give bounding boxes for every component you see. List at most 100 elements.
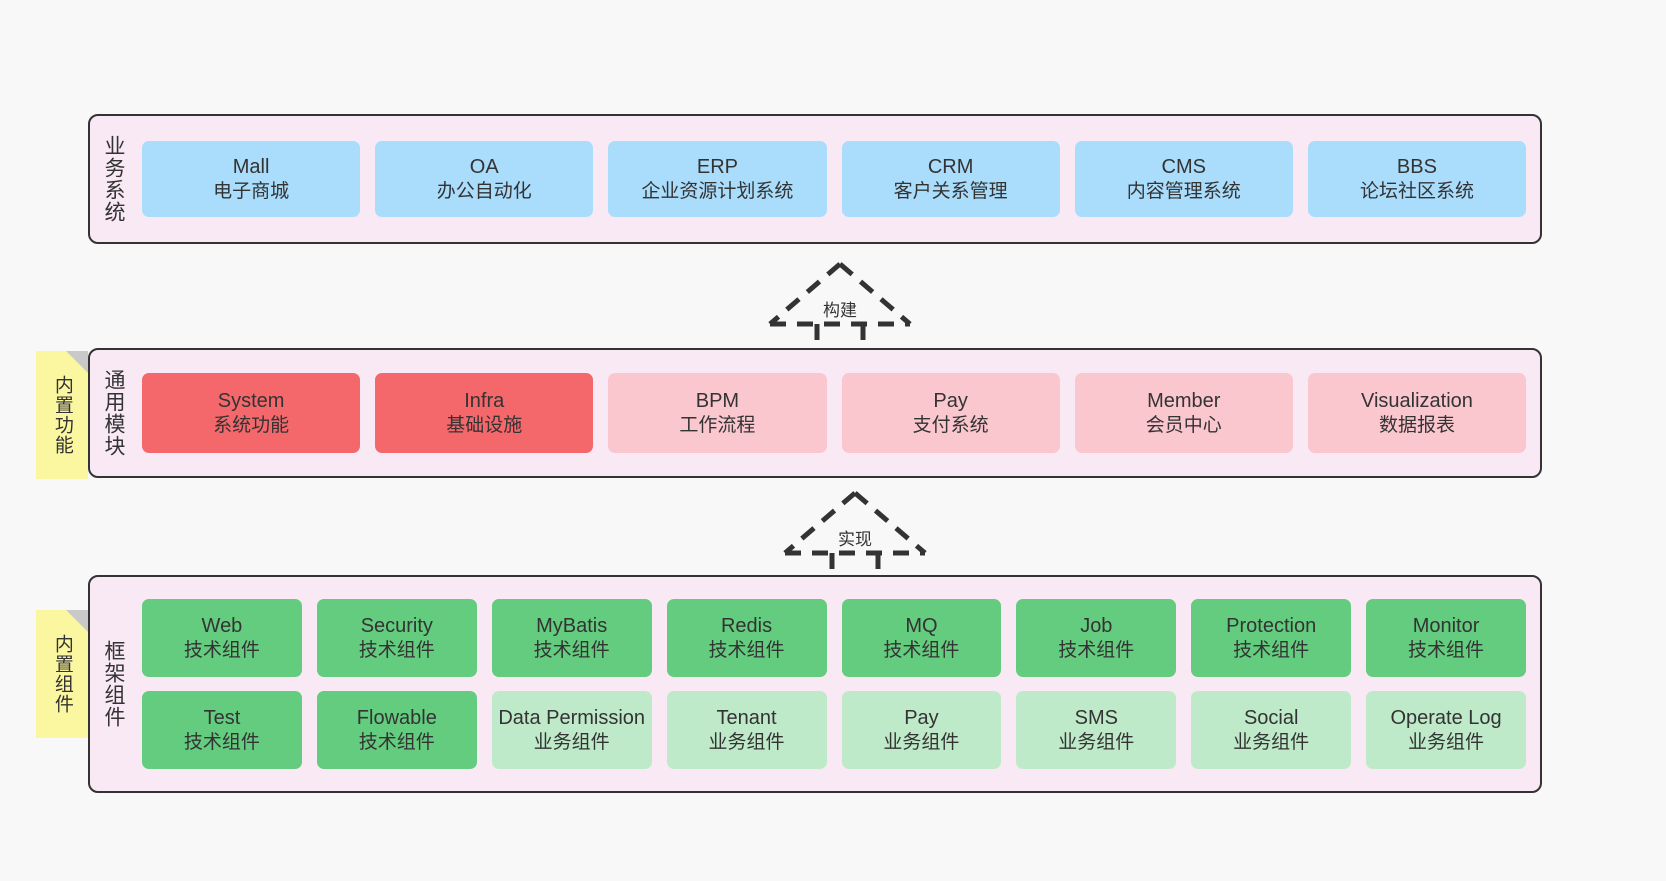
layer-business-systems: 业务系统 Mall 电子商城 OA 办公自动化 ERP 企业资源计划系统 CRM…: [88, 114, 1542, 244]
sticky-note-builtin-features: 内置功能: [36, 351, 88, 479]
sticky-note-label: 内置功能: [51, 375, 73, 455]
card-title: CMS: [1161, 156, 1206, 179]
layer-label-framework: 框架组件: [101, 640, 125, 728]
card-cms[interactable]: CMS 内容管理系统: [1074, 141, 1293, 217]
card-subtitle: 工作流程: [679, 414, 756, 436]
card-job[interactable]: Job 技术组件: [1016, 599, 1177, 677]
card-crm[interactable]: CRM 客户关系管理: [841, 141, 1060, 217]
card-pay-component[interactable]: Pay 业务组件: [841, 691, 1002, 769]
connector-label-implement: 实现: [838, 530, 872, 549]
folded-corner-icon: [66, 610, 88, 632]
card-row: System 系统功能 Infra 基础设施 BPM 工作流程 Pay 支付系统…: [142, 373, 1527, 453]
card-title: ERP: [696, 156, 738, 179]
card-system[interactable]: System 系统功能: [142, 373, 361, 453]
card-data-permission[interactable]: Data Permission 业务组件: [491, 691, 652, 769]
card-bpm[interactable]: BPM 工作流程: [608, 373, 827, 453]
card-security[interactable]: Security 技术组件: [316, 599, 477, 677]
card-web[interactable]: Web 技术组件: [142, 599, 302, 677]
card-subtitle: 技术组件: [883, 639, 960, 661]
card-subtitle: 办公自动化: [436, 180, 532, 202]
card-title: SMS: [1074, 707, 1118, 730]
card-subtitle: 技术组件: [533, 639, 610, 661]
card-visualization[interactable]: Visualization 数据报表: [1307, 373, 1527, 453]
card-title: Monitor: [1412, 615, 1480, 638]
layer-body-framework: Web 技术组件 Security 技术组件 MyBatis 技术组件 Redi…: [136, 577, 1540, 791]
card-title: Protection: [1226, 615, 1317, 638]
card-bbs[interactable]: BBS 论坛社区系统: [1307, 141, 1527, 217]
card-subtitle: 技术组件: [1233, 639, 1310, 661]
card-title: Member: [1147, 390, 1221, 413]
card-subtitle: 客户关系管理: [893, 180, 1008, 202]
card-title: OA: [469, 156, 499, 179]
connector-build: 构建: [760, 258, 920, 356]
card-title: Mall: [232, 156, 270, 179]
card-subtitle: 技术组件: [183, 731, 260, 753]
card-flowable[interactable]: Flowable 技术组件: [316, 691, 477, 769]
card-erp[interactable]: ERP 企业资源计划系统: [608, 141, 827, 217]
card-row: Web 技术组件 Security 技术组件 MyBatis 技术组件 Redi…: [142, 599, 1526, 677]
card-title: Visualization: [1360, 390, 1473, 413]
card-protection[interactable]: Protection 技术组件: [1191, 599, 1352, 677]
card-redis[interactable]: Redis 技术组件: [666, 599, 827, 677]
card-title: Tenant: [716, 707, 777, 730]
card-mybatis[interactable]: MyBatis 技术组件: [491, 599, 652, 677]
card-title: BPM: [695, 390, 740, 413]
card-title: MyBatis: [536, 615, 608, 638]
card-subtitle: 技术组件: [358, 731, 435, 753]
card-subtitle: 技术组件: [183, 639, 260, 661]
card-subtitle: 业务组件: [1058, 731, 1135, 753]
card-sms[interactable]: SMS 业务组件: [1016, 691, 1177, 769]
card-title: Job: [1080, 615, 1113, 638]
card-title: Test: [203, 707, 241, 730]
card-title: BBS: [1396, 156, 1437, 179]
sticky-note-builtin-components: 内置组件: [36, 610, 88, 738]
card-title: Web: [201, 615, 243, 638]
connector-label-build: 构建: [823, 301, 857, 320]
card-title: Social: [1243, 707, 1299, 730]
connector-implement: 实现: [775, 487, 935, 585]
card-title: MQ: [905, 615, 938, 638]
card-subtitle: 业务组件: [708, 731, 785, 753]
card-subtitle: 基础设施: [446, 414, 523, 436]
card-subtitle: 系统功能: [213, 414, 290, 436]
card-subtitle: 支付系统: [912, 414, 989, 436]
card-subtitle: 技术组件: [1408, 639, 1485, 661]
card-subtitle: 业务组件: [533, 731, 610, 753]
layer-body-common: System 系统功能 Infra 基础设施 BPM 工作流程 Pay 支付系统…: [136, 350, 1540, 476]
card-subtitle: 技术组件: [1058, 639, 1135, 661]
card-social[interactable]: Social 业务组件: [1191, 691, 1352, 769]
layer-body-business: Mall 电子商城 OA 办公自动化 ERP 企业资源计划系统 CRM 客户关系…: [136, 116, 1540, 242]
card-monitor[interactable]: Monitor 技术组件: [1366, 599, 1526, 677]
layer-label-common: 通用模块: [101, 369, 125, 457]
card-infra[interactable]: Infra 基础设施: [375, 373, 594, 453]
card-member[interactable]: Member 会员中心: [1074, 373, 1293, 453]
card-title: CRM: [927, 156, 974, 179]
card-title: Data Permission: [498, 707, 646, 730]
card-subtitle: 业务组件: [1408, 731, 1485, 753]
card-subtitle: 技术组件: [708, 639, 785, 661]
card-subtitle: 数据报表: [1378, 414, 1455, 436]
card-title: Pay: [933, 390, 968, 413]
card-row: Test 技术组件 Flowable 技术组件 Data Permission …: [142, 691, 1526, 769]
card-title: Infra: [464, 390, 505, 413]
card-oa[interactable]: OA 办公自动化: [375, 141, 594, 217]
card-subtitle: 论坛社区系统: [1359, 180, 1474, 202]
card-pay[interactable]: Pay 支付系统: [841, 373, 1060, 453]
card-title: Redis: [720, 615, 773, 638]
card-operate-log[interactable]: Operate Log 业务组件: [1366, 691, 1526, 769]
card-mq[interactable]: MQ 技术组件: [841, 599, 1002, 677]
card-test[interactable]: Test 技术组件: [142, 691, 302, 769]
card-mall[interactable]: Mall 电子商城: [142, 141, 361, 217]
sticky-note-label: 内置组件: [51, 634, 73, 714]
card-row: Mall 电子商城 OA 办公自动化 ERP 企业资源计划系统 CRM 客户关系…: [142, 141, 1527, 217]
card-title: Operate Log: [1390, 707, 1502, 730]
card-title: System: [217, 390, 285, 413]
layer-common-modules: 通用模块 System 系统功能 Infra 基础设施 BPM 工作流程 Pay…: [88, 348, 1542, 478]
card-title: Flowable: [356, 707, 437, 730]
layer-label-business: 业务系统: [101, 135, 125, 223]
card-subtitle: 业务组件: [883, 731, 960, 753]
card-title: Security: [360, 615, 433, 638]
card-subtitle: 企业资源计划系统: [641, 180, 794, 202]
card-tenant[interactable]: Tenant 业务组件: [666, 691, 827, 769]
card-subtitle: 内容管理系统: [1126, 180, 1241, 202]
